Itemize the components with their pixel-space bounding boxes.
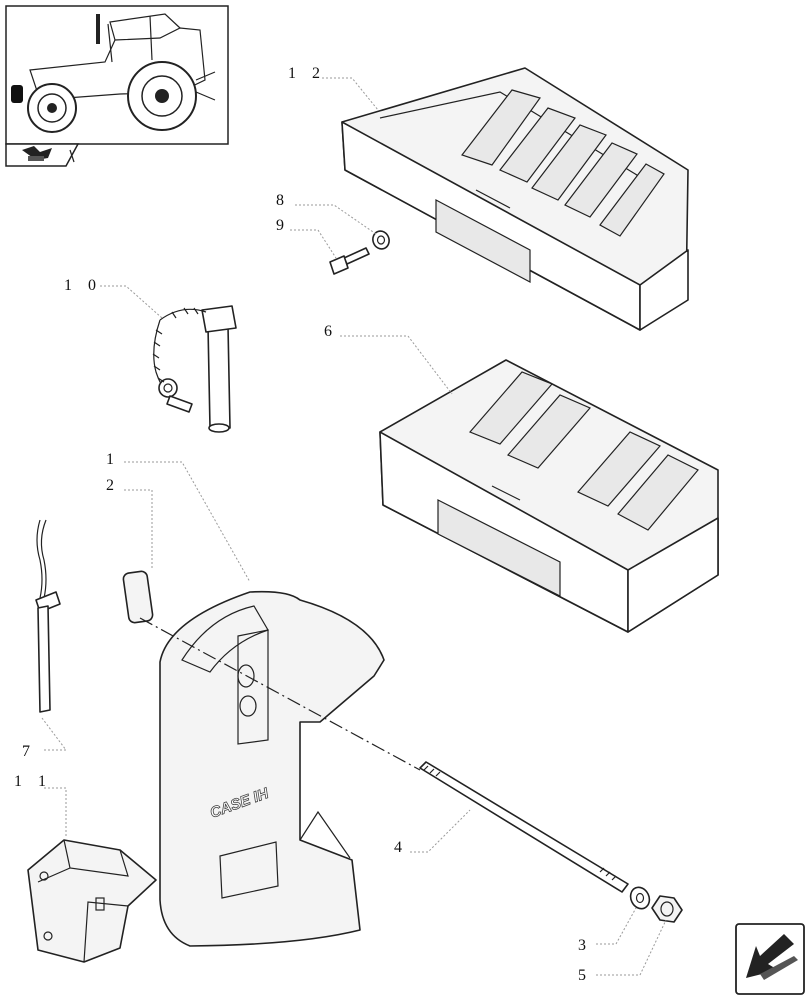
book-arrow-icon[interactable] [22, 146, 52, 161]
part-6-weight [379, 359, 719, 633]
tractor-thumbnail-icon[interactable] [5, 5, 229, 167]
part-10-pin-with-chain [152, 305, 237, 433]
leader-2 [124, 489, 153, 570]
part-2-pad [122, 570, 154, 624]
leader-11 [44, 787, 67, 836]
part-7-clip-pin [35, 519, 61, 713]
part-3-washer [629, 886, 651, 910]
leader-4 [410, 809, 471, 853]
callout-7: 7 [22, 743, 36, 760]
part-1-front-bracket: CASE IH [159, 590, 385, 947]
callout-2: 2 [106, 477, 120, 494]
part-9-bolt [329, 247, 370, 275]
leader-5 [596, 919, 667, 976]
leader-1 [124, 461, 251, 583]
previous-page-arrow-icon[interactable] [735, 923, 805, 995]
callout-6: 6 [324, 323, 338, 340]
callout-12: 1 2 [288, 65, 326, 82]
leader-6 [340, 335, 453, 395]
callout-9: 9 [276, 217, 290, 234]
callout-5: 5 [578, 967, 592, 984]
leader-7 [41, 717, 67, 751]
leader-9 [290, 229, 337, 259]
callout-11: 1 1 [14, 773, 52, 790]
leader-8 [295, 204, 377, 235]
part-5-nut [651, 895, 683, 923]
callout-4: 4 [394, 839, 408, 856]
assembly-axis-line [139, 617, 421, 771]
leader-3 [596, 907, 637, 945]
callout-1: 1 [106, 451, 120, 468]
part-4-rod [419, 761, 629, 893]
part-8-washer [372, 230, 390, 250]
callout-10: 1 0 [64, 277, 102, 294]
part-11-hitch-block [27, 839, 157, 963]
callout-8: 8 [276, 192, 290, 209]
part-12-large-weight [341, 67, 689, 331]
leader-10 [100, 285, 163, 319]
callout-3: 3 [578, 937, 592, 954]
leader-12 [322, 77, 379, 111]
